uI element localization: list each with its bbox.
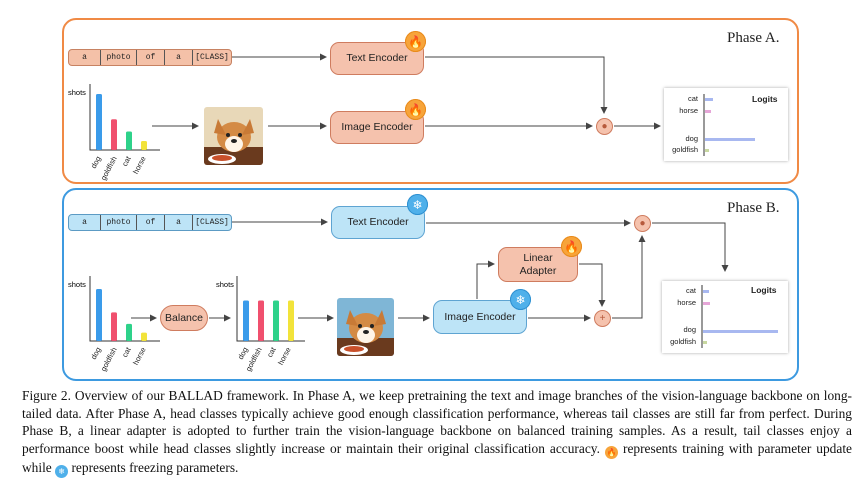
image-encoder-label: Image Encoder [444,310,516,323]
logit-label: horse [677,298,696,307]
flame-icon: 🔥 [561,236,582,257]
prompt-token: a [165,215,193,230]
category-label: horse [131,155,148,176]
category-label: horse [131,346,148,367]
snowflake-icon: ❄ [407,194,428,215]
flame-icon: 🔥 [405,99,426,120]
phase-b-prompt: a photo of a [CLASS] [68,214,232,231]
prompt-token: a [165,50,193,65]
shots-bar-goldfish [111,312,117,341]
logit-bar [705,138,755,141]
balance-module: Balance [160,305,208,331]
logit-bar [703,290,709,293]
phase-a-shots-histogram [96,94,147,150]
dot-product-icon: ● [596,118,613,135]
logit-bar [705,110,711,113]
linear-adapter-label: Linear Adapter [519,252,557,277]
flame-icon: 🔥 [604,445,618,459]
phase-b-title: Phase B. [727,200,780,216]
shots-axis-label: shots [68,280,86,289]
phase-a-title: Phase A. [727,30,780,46]
shots-bar-dog [243,300,249,341]
dog-photo [204,107,263,165]
dog-photo [337,298,394,356]
caption-text: represents freezing parameters. [71,459,239,475]
logit-label: horse [679,106,698,115]
prompt-token: [CLASS] [195,218,229,227]
category-label: dog [236,346,250,361]
category-label: cat [265,345,278,359]
category-label: dog [89,346,103,361]
snowflake-icon: ❄ [55,464,69,478]
logit-label: dog [683,325,696,334]
caption-text: Figure 2. Overview of our BALLAD framewo… [22,388,852,456]
category-label: horse [276,346,293,367]
prompt-token: [CLASS] [195,53,229,62]
logit-bar [703,330,778,333]
category-label: dog [89,155,103,170]
snowflake-icon: ❄ [510,289,531,310]
balance-label: Balance [165,311,203,324]
logit-label: cat [687,94,698,103]
phase-a-logit-bars [705,98,755,152]
logit-label: goldfish [670,337,696,346]
figure-caption: Figure 2. Overview of our BALLAD framewo… [22,387,852,478]
category-label: cat [120,345,133,359]
logit-bar [703,341,707,344]
shots-bar-cat [126,131,132,150]
logit-label: cat [685,286,696,295]
shots-bar-horse [141,332,147,341]
phase-b-logits [662,281,788,353]
logits-title: Logits [752,94,778,104]
text-encoder-label: Text Encoder [346,52,408,65]
prompt-token: photo [101,215,137,230]
balanced-shots-histogram [243,300,294,341]
prompt-token: of [137,215,165,230]
logit-bar [705,98,713,101]
shots-bar-horse [141,141,147,150]
shots-bar-goldfish [258,300,264,341]
text-encoder-label: Text Encoder [347,216,409,229]
shots-bar-horse [288,300,294,341]
logit-label: dog [685,134,698,143]
phase-a-prompt: a photo of a [CLASS] [68,49,232,66]
shots-axis-label: shots [68,88,86,97]
shots-bar-dog [96,94,102,150]
phase-b-shots-histogram [96,289,147,341]
shots-bar-cat [126,323,132,341]
logit-label: goldfish [672,145,698,154]
logit-bar [705,149,709,152]
phase-b-logit-bars [703,290,778,344]
phase-b-panel [62,188,799,381]
prompt-token: photo [101,50,137,65]
caption-text: represents training with parameter updat… [22,440,852,475]
prompt-token: a [69,215,101,230]
phase-b-text-encoder: Text Encoder [331,206,425,239]
image-encoder-label: Image Encoder [341,121,413,134]
shots-bar-goldfish [111,119,117,150]
shots-bar-dog [96,289,102,341]
phase-a-logits [664,88,788,161]
dot-product-icon: ● [634,215,651,232]
prompt-token: of [137,50,165,65]
phase-a-panel [62,18,799,184]
shots-axis-label: shots [216,280,234,289]
category-label: cat [120,154,133,168]
logit-bar [703,302,710,305]
logits-title: Logits [751,285,777,295]
flame-icon: 🔥 [405,31,426,52]
add-icon: + [594,310,611,327]
phase-a-text-encoder: Text Encoder [330,42,424,75]
shots-bar-cat [273,300,279,341]
prompt-token: a [69,50,101,65]
